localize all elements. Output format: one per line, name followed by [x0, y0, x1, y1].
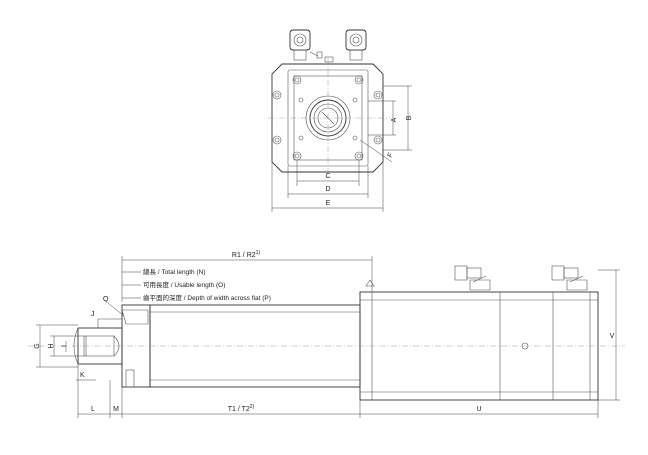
label-q: Q — [103, 296, 109, 303]
housing-outline — [271, 63, 384, 173]
label-i: I — [61, 345, 68, 347]
label-g: G — [34, 343, 41, 348]
label-k: K — [80, 372, 85, 379]
connector-left — [289, 29, 323, 61]
label-v: V — [610, 333, 615, 340]
side-connector-1 — [454, 265, 491, 291]
dim-t1-t2: T1 / T22) — [228, 404, 255, 413]
label-c: C — [325, 173, 330, 180]
label-u: U — [476, 406, 481, 413]
dimension-notes: 總長 / Total length (N) 可用長度 / Usable leng… — [122, 267, 271, 302]
side-view: R1 / R21) 總長 / Total length (N) 可用長度 / U… — [28, 250, 625, 418]
note-total-length: 總長 / Total length (N) — [143, 267, 206, 276]
end-view: A B F C D E — [268, 29, 413, 212]
label-b: B — [406, 115, 413, 120]
label-h: H — [48, 343, 55, 348]
dim-r1-r2: R1 / R21) — [232, 250, 261, 259]
side-connector-2 — [551, 265, 588, 291]
label-d: D — [325, 186, 330, 193]
label-m: M — [113, 406, 119, 413]
label-l: L — [91, 406, 95, 413]
label-f: F — [387, 152, 395, 159]
label-j: J — [91, 311, 95, 318]
label-a: A — [391, 117, 398, 122]
note-depth-flat: 齒平面的深度 / Depth of width across flat (P) — [143, 293, 271, 302]
note-usable-length: 可用長度 / Usable length (O) — [143, 280, 225, 289]
connector-right — [345, 29, 367, 61]
label-e: E — [326, 200, 331, 207]
